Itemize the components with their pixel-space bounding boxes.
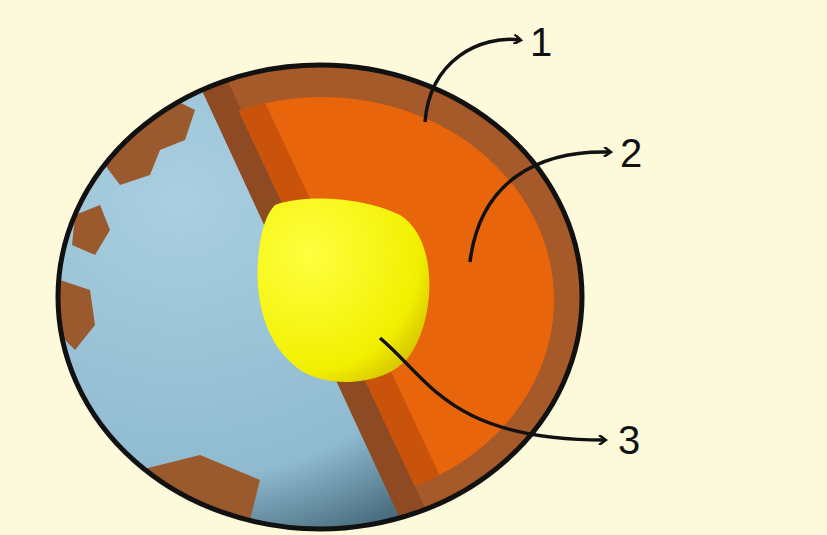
leader-arrow (470, 152, 610, 262)
globe-outline (58, 65, 582, 529)
core (257, 198, 429, 382)
callout-number: 3 (618, 420, 640, 460)
callout-number: 1 (530, 22, 552, 62)
leader-arrow (380, 338, 605, 440)
leader-arrow (425, 39, 520, 122)
mantle (90, 97, 554, 503)
callout-number: 2 (620, 133, 642, 173)
mantle-cut-edge (90, 97, 554, 503)
continents (55, 95, 260, 520)
ocean (40, 50, 600, 535)
